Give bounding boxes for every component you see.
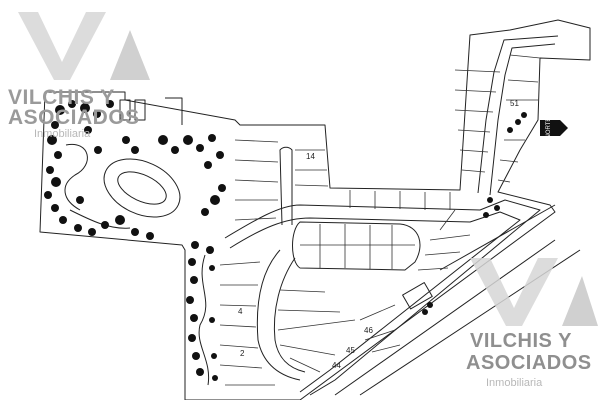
lot-label-14: 14 (306, 152, 315, 161)
park-path-2 (69, 209, 131, 229)
lot-lines-spur (454, 54, 541, 183)
watermark-logo-top-left (18, 12, 150, 80)
oval-track (103, 158, 181, 218)
lot-label-44: 44 (332, 361, 341, 370)
greenway-path (198, 254, 210, 386)
watermark-brand-top-line1: VILCHIS Y (8, 86, 115, 109)
watermark-tagline-bottom: Inmobiliaria (486, 377, 543, 389)
lot-label-45: 45 (346, 346, 355, 355)
watermark-brand-top-line2: ASOCIADOS (8, 106, 140, 129)
main-road-edge (229, 211, 521, 393)
lot-lines-south-west (219, 261, 275, 386)
road-crossing (402, 282, 433, 310)
parking-block-2 (134, 99, 146, 121)
trees-spur (422, 112, 527, 315)
watermark-tagline-top: Inmobiliaria (34, 128, 91, 140)
north-arrow: NORTE (540, 118, 568, 139)
watermark-logo-bottom-right (470, 258, 598, 326)
north-spur-road (489, 43, 556, 196)
oval-track-inner (117, 171, 167, 205)
entrance-structure (165, 97, 183, 125)
lot-lines-south-curve (277, 289, 401, 373)
inner-block (292, 221, 421, 271)
lot-lines-east (417, 209, 471, 271)
south-road-edge (273, 257, 306, 373)
highway-edge-3 (334, 239, 556, 396)
south-road (256, 249, 301, 381)
trees-greenway (186, 241, 218, 381)
trees-park (44, 100, 226, 240)
lot-label-46: 46 (364, 326, 373, 335)
watermark-brand-bottom-line2: ASOCIADOS (466, 352, 592, 374)
north-spur-road-edge (477, 35, 559, 194)
park-path (64, 143, 88, 211)
lot-lines-west-row (234, 139, 329, 221)
lot-lines-inner-block (300, 224, 415, 269)
parking-block (119, 99, 131, 121)
lot-label-51: 51 (510, 99, 519, 108)
lot-label-4: 4 (238, 307, 243, 316)
watermark-brand-bottom-line1: VILCHIS Y (470, 330, 572, 352)
lot-lines-north-row (349, 190, 451, 210)
cul-de-sac (279, 146, 293, 226)
highway-edge-1 (439, 204, 556, 271)
property-boundary (39, 19, 591, 400)
lot-label-2: 2 (240, 349, 245, 358)
north-arrow-label: NORTE (546, 118, 552, 139)
main-road (224, 199, 541, 396)
